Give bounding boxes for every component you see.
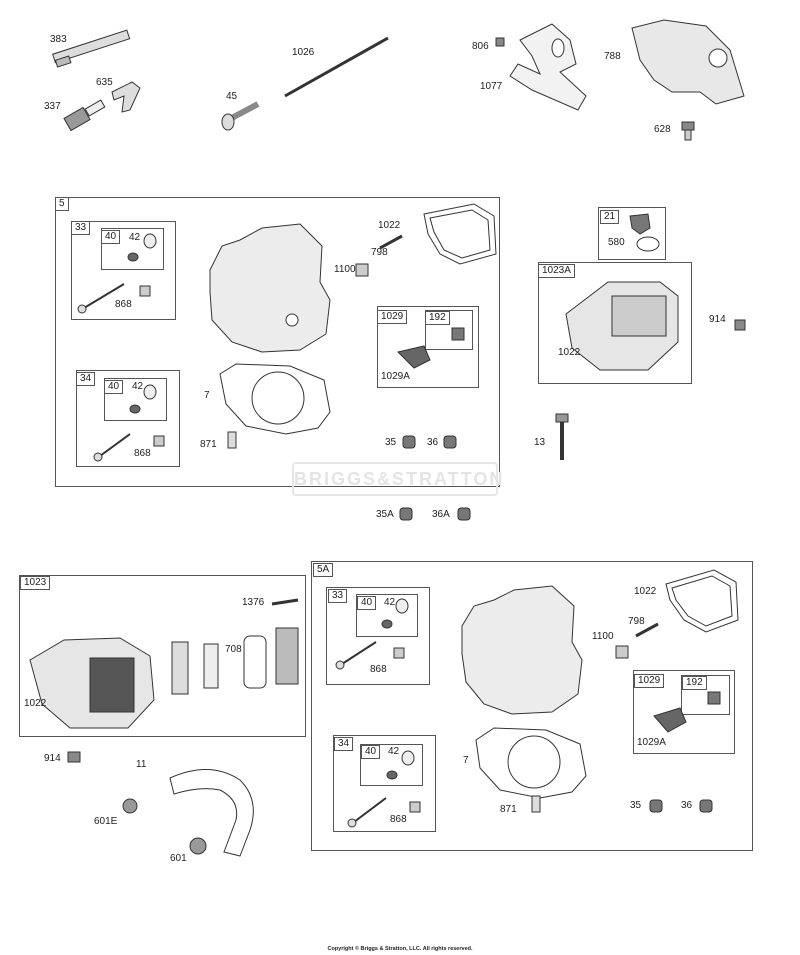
group-box-1023A: [538, 262, 692, 384]
part-label-1100-b: 1100: [592, 631, 614, 642]
part-label-337: 337: [44, 101, 61, 112]
group-tag-40: 40: [101, 230, 121, 244]
group-box-1029-b: [633, 670, 735, 754]
group-box-40: [101, 228, 164, 270]
group-tag-40-c: 40: [357, 596, 377, 610]
group-tag-34: 34: [76, 372, 96, 386]
group-box-33: [71, 221, 176, 320]
part-label-36: 36: [427, 437, 439, 448]
group-box-1023: [19, 575, 306, 737]
part-label-628: 628: [654, 124, 671, 135]
part-label-1026: 1026: [292, 47, 315, 58]
group-tag-1029: 1029: [377, 310, 408, 324]
part-383-drawing: [52, 29, 131, 68]
part-label-871-b: 871: [500, 804, 517, 815]
part-label-914-b: 914: [44, 753, 61, 764]
part-label-798: 798: [371, 247, 388, 258]
part-label-871: 871: [200, 439, 217, 450]
part-1026-drawing: [284, 36, 389, 98]
copyright-text: Copyright © Briggs & Stratton, LLC. All …: [327, 946, 473, 952]
part-label-42-d: 42: [388, 746, 400, 757]
group-box-192-b: [681, 675, 730, 715]
group-box-5: [55, 197, 500, 487]
part-label-42-b: 42: [132, 381, 144, 392]
part-label-1029A: 1029A: [381, 371, 410, 382]
group-tag-5A: 5A: [313, 563, 334, 577]
group-box-40-c: [356, 594, 418, 637]
part-635-drawing: [111, 81, 141, 113]
part-label-1100: 1100: [334, 264, 356, 275]
part-label-35A: 35A: [376, 509, 394, 520]
part-label-1376: 1376: [242, 597, 265, 608]
part-label-11: 11: [136, 759, 147, 770]
part-5A-cylinder-head: [461, 585, 583, 715]
group-box-192: [425, 310, 473, 350]
part-label-868-c: 868: [370, 664, 387, 675]
part-5-cylinder-head: [209, 223, 331, 353]
part-label-806: 806: [472, 41, 489, 52]
group-tag-1023A: 1023A: [538, 264, 575, 278]
group-box-33-b: [326, 587, 430, 685]
part-label-914: 914: [709, 314, 726, 325]
part-1022-gasket: [423, 203, 497, 265]
group-tag-192-b: 192: [682, 676, 707, 690]
part-label-868-b: 868: [134, 448, 151, 459]
group-tag-21: 21: [600, 210, 620, 224]
part-label-35-b: 35: [630, 800, 642, 811]
part-label-383: 383: [50, 34, 67, 45]
part-label-601: 601: [170, 853, 187, 864]
group-tag-40-d: 40: [361, 745, 381, 759]
part-label-1022: 1022: [378, 220, 401, 231]
part-label-868: 868: [115, 299, 132, 310]
part-label-1022-b: 1022: [558, 347, 581, 358]
part-label-36A: 36A: [432, 509, 450, 520]
group-tag-33-b: 33: [328, 589, 348, 603]
part-1077-drawing: [509, 23, 587, 111]
part-label-635: 635: [96, 77, 113, 88]
group-tag-192: 192: [425, 311, 450, 325]
part-45-drawing: [221, 101, 260, 131]
group-box-34-b: [333, 735, 436, 832]
part-628-drawing: [681, 121, 695, 141]
group-tag-33: 33: [71, 221, 91, 235]
part-label-13: 13: [534, 437, 546, 448]
group-box-5A: [311, 561, 753, 851]
part-label-788: 788: [604, 51, 621, 62]
part-label-708: 708: [225, 644, 242, 655]
group-box-40-b: [104, 378, 167, 421]
part-337-drawing: [63, 99, 106, 132]
group-tag-5: 5: [55, 197, 69, 211]
group-tag-40-b: 40: [104, 380, 124, 394]
part-label-36-b: 36: [681, 800, 693, 811]
part-label-35: 35: [385, 437, 397, 448]
group-tag-1023: 1023: [20, 576, 51, 590]
group-box-1029: [377, 306, 479, 388]
part-label-42: 42: [129, 232, 141, 243]
part-label-7: 7: [204, 390, 210, 401]
part-806-drawing: [495, 37, 505, 47]
part-label-1022-c: 1022: [24, 698, 47, 709]
part-label-1022-d: 1022: [634, 586, 657, 597]
part-11-hose: [169, 769, 254, 857]
part-788-drawing: [631, 19, 745, 105]
group-box-21: [598, 207, 666, 260]
part-label-1077: 1077: [480, 81, 503, 92]
part-label-868-d: 868: [390, 814, 407, 825]
brand-watermark: BRIGGS&STRATTON: [292, 462, 502, 496]
group-tag-1029-b: 1029: [634, 674, 665, 688]
group-box-40-d: [360, 744, 423, 786]
part-label-45: 45: [226, 91, 238, 102]
part-label-798-b: 798: [628, 616, 645, 627]
part-label-580: 580: [608, 237, 625, 248]
group-box-34: [76, 370, 180, 467]
part-label-42-c: 42: [384, 597, 396, 608]
part-label-7-b: 7: [463, 755, 469, 766]
part-label-1029A-b: 1029A: [637, 737, 666, 748]
group-tag-34-b: 34: [334, 737, 354, 751]
part-label-601E: 601E: [94, 816, 118, 827]
